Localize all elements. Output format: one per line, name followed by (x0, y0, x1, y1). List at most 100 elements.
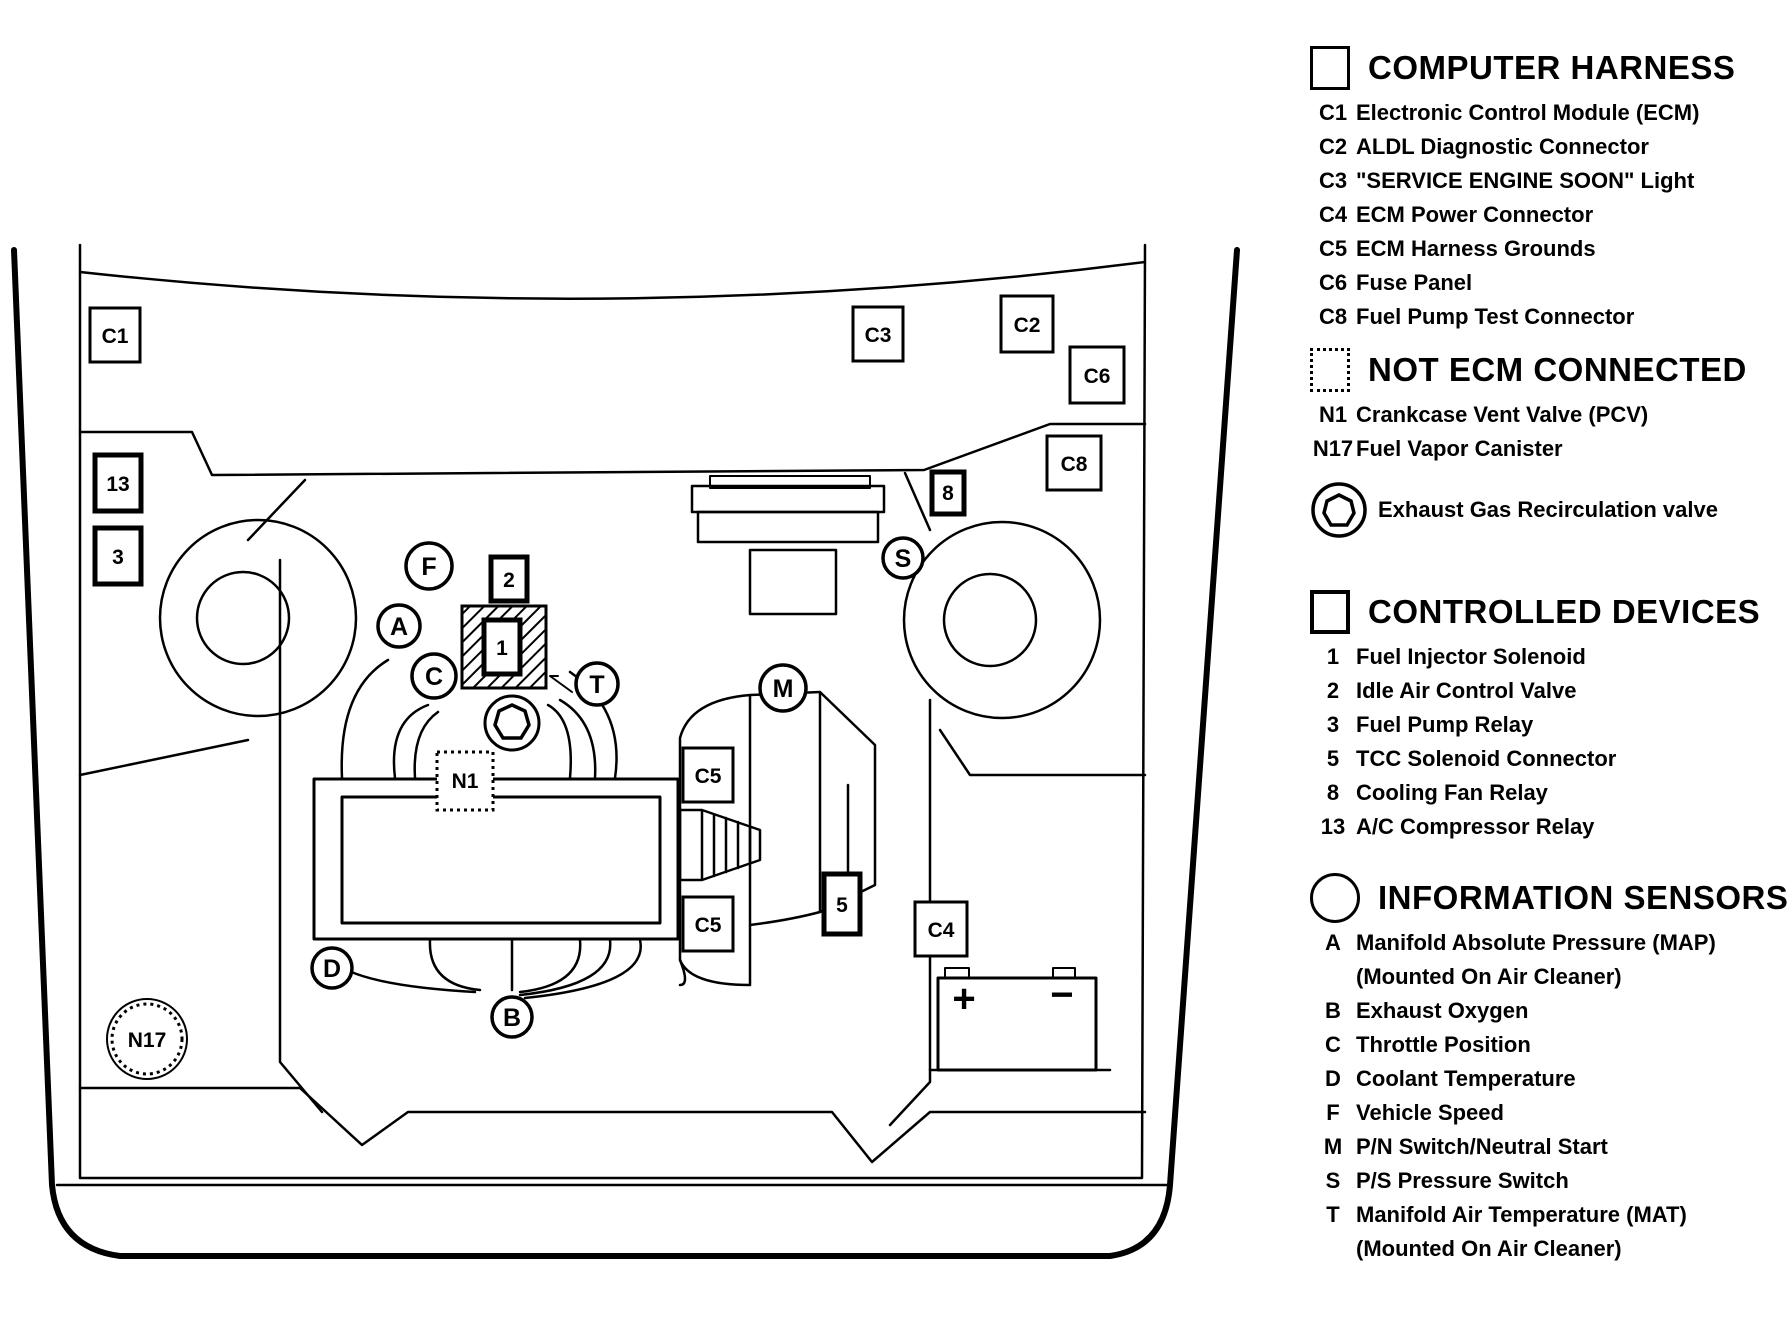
legend-title: NOT ECM CONNECTED (1368, 351, 1747, 388)
legend-item-note: (Mounted On Air Cleaner) (1356, 964, 1622, 989)
svg-text:C5: C5 (695, 765, 722, 788)
left-rail (278, 558, 324, 1114)
sensor-circle-t: T (574, 661, 620, 707)
throttle-arrow (549, 675, 573, 693)
device-box-1: 1 (481, 617, 523, 677)
svg-text:D: D (323, 955, 341, 983)
svg-text:5: 5 (836, 894, 848, 917)
exhaust-runners (328, 938, 687, 1000)
device-box-2: 2 (488, 554, 530, 604)
battery-positive-label: + (952, 977, 975, 1021)
harness-box-c8: C8 (1045, 434, 1103, 492)
svg-text:A: A (390, 613, 408, 641)
harness-box-c1: C1 (88, 306, 142, 364)
harness-box-c5-upper: C5 (681, 746, 735, 804)
not-ecm-circle-n17: N17 (110, 1002, 184, 1076)
sensor-circle-m: M (758, 663, 808, 713)
sensor-circle-d: D (310, 946, 354, 990)
sensor-circle-a: A (376, 603, 422, 649)
svg-text:3: 3 (112, 546, 124, 569)
transaxle-cone (678, 808, 762, 882)
svg-text:2: 2 (503, 569, 515, 592)
not-ecm-box-n1: N1 (435, 750, 495, 812)
svg-text:C2: C2 (1014, 314, 1041, 337)
thick-box-icon (1310, 590, 1350, 634)
left-shock-tower-outer (158, 518, 358, 718)
svg-text:C6: C6 (1084, 365, 1111, 388)
device-box-8: 8 (929, 469, 967, 517)
body-shell (11, 247, 1240, 1259)
intake-runners (340, 658, 618, 780)
svg-text:C: C (425, 663, 443, 691)
front-crossmember (78, 1086, 1147, 1164)
engine-compartment-diagram: C1 C3 C2 C6 C8 C5 C5 C4 13 3 2 1 8 5 N1 … (11, 243, 1240, 1259)
svg-text:N17: N17 (128, 1029, 167, 1052)
harness-box-c3: C3 (851, 305, 905, 363)
svg-text:8: 8 (942, 482, 954, 505)
egr-valve-icon (1311, 482, 1367, 538)
harness-box-c2: C2 (999, 294, 1055, 354)
legend-title: INFORMATION SENSORS (1378, 879, 1788, 916)
legend-title: CONTROLLED DEVICES (1368, 593, 1761, 630)
legend-item-note: (Mounted On Air Cleaner) (1356, 1236, 1622, 1261)
left-strut-line (78, 478, 307, 777)
transaxle-housing (678, 690, 877, 987)
right-shock-tower-outer (902, 520, 1102, 720)
harness-box-c5-lower: C5 (681, 895, 735, 953)
svg-text:C1: C1 (102, 325, 129, 348)
sensor-circle-s: S (881, 536, 925, 580)
master-cylinder (690, 484, 886, 514)
battery-negative-label: − (1050, 973, 1073, 1017)
svg-text:1: 1 (496, 637, 508, 660)
svg-text:T: T (589, 671, 604, 699)
svg-text:B: B (503, 1004, 521, 1032)
svg-text:S: S (895, 545, 912, 573)
sensor-circle-b: B (490, 995, 534, 1039)
battery-post-positive (944, 967, 970, 979)
firewall-ledge (78, 422, 1147, 477)
compartment-wall (78, 243, 1147, 1180)
device-box-3: 3 (92, 525, 144, 587)
right-shock-tower-inner (942, 572, 1038, 668)
harness-box-c6: C6 (1068, 345, 1126, 405)
right-strut-line (903, 471, 1147, 777)
svg-text:F: F (421, 553, 436, 581)
air-cleaner-outer (312, 777, 680, 941)
device-box-13: 13 (92, 452, 144, 514)
egr-label: Exhaust Gas Recirculation valve (1378, 497, 1718, 522)
harness-box-c4: C4 (913, 900, 969, 958)
svg-text:C8: C8 (1061, 453, 1088, 476)
circle-icon (1310, 873, 1360, 923)
svg-text:C5: C5 (695, 914, 722, 937)
cowl-curve (78, 260, 1147, 300)
solid-box-icon (1310, 46, 1350, 90)
brake-booster (748, 548, 838, 616)
left-shock-tower-inner (195, 570, 291, 666)
sensor-circle-f: F (404, 541, 454, 591)
svg-text:C3: C3 (865, 324, 892, 347)
